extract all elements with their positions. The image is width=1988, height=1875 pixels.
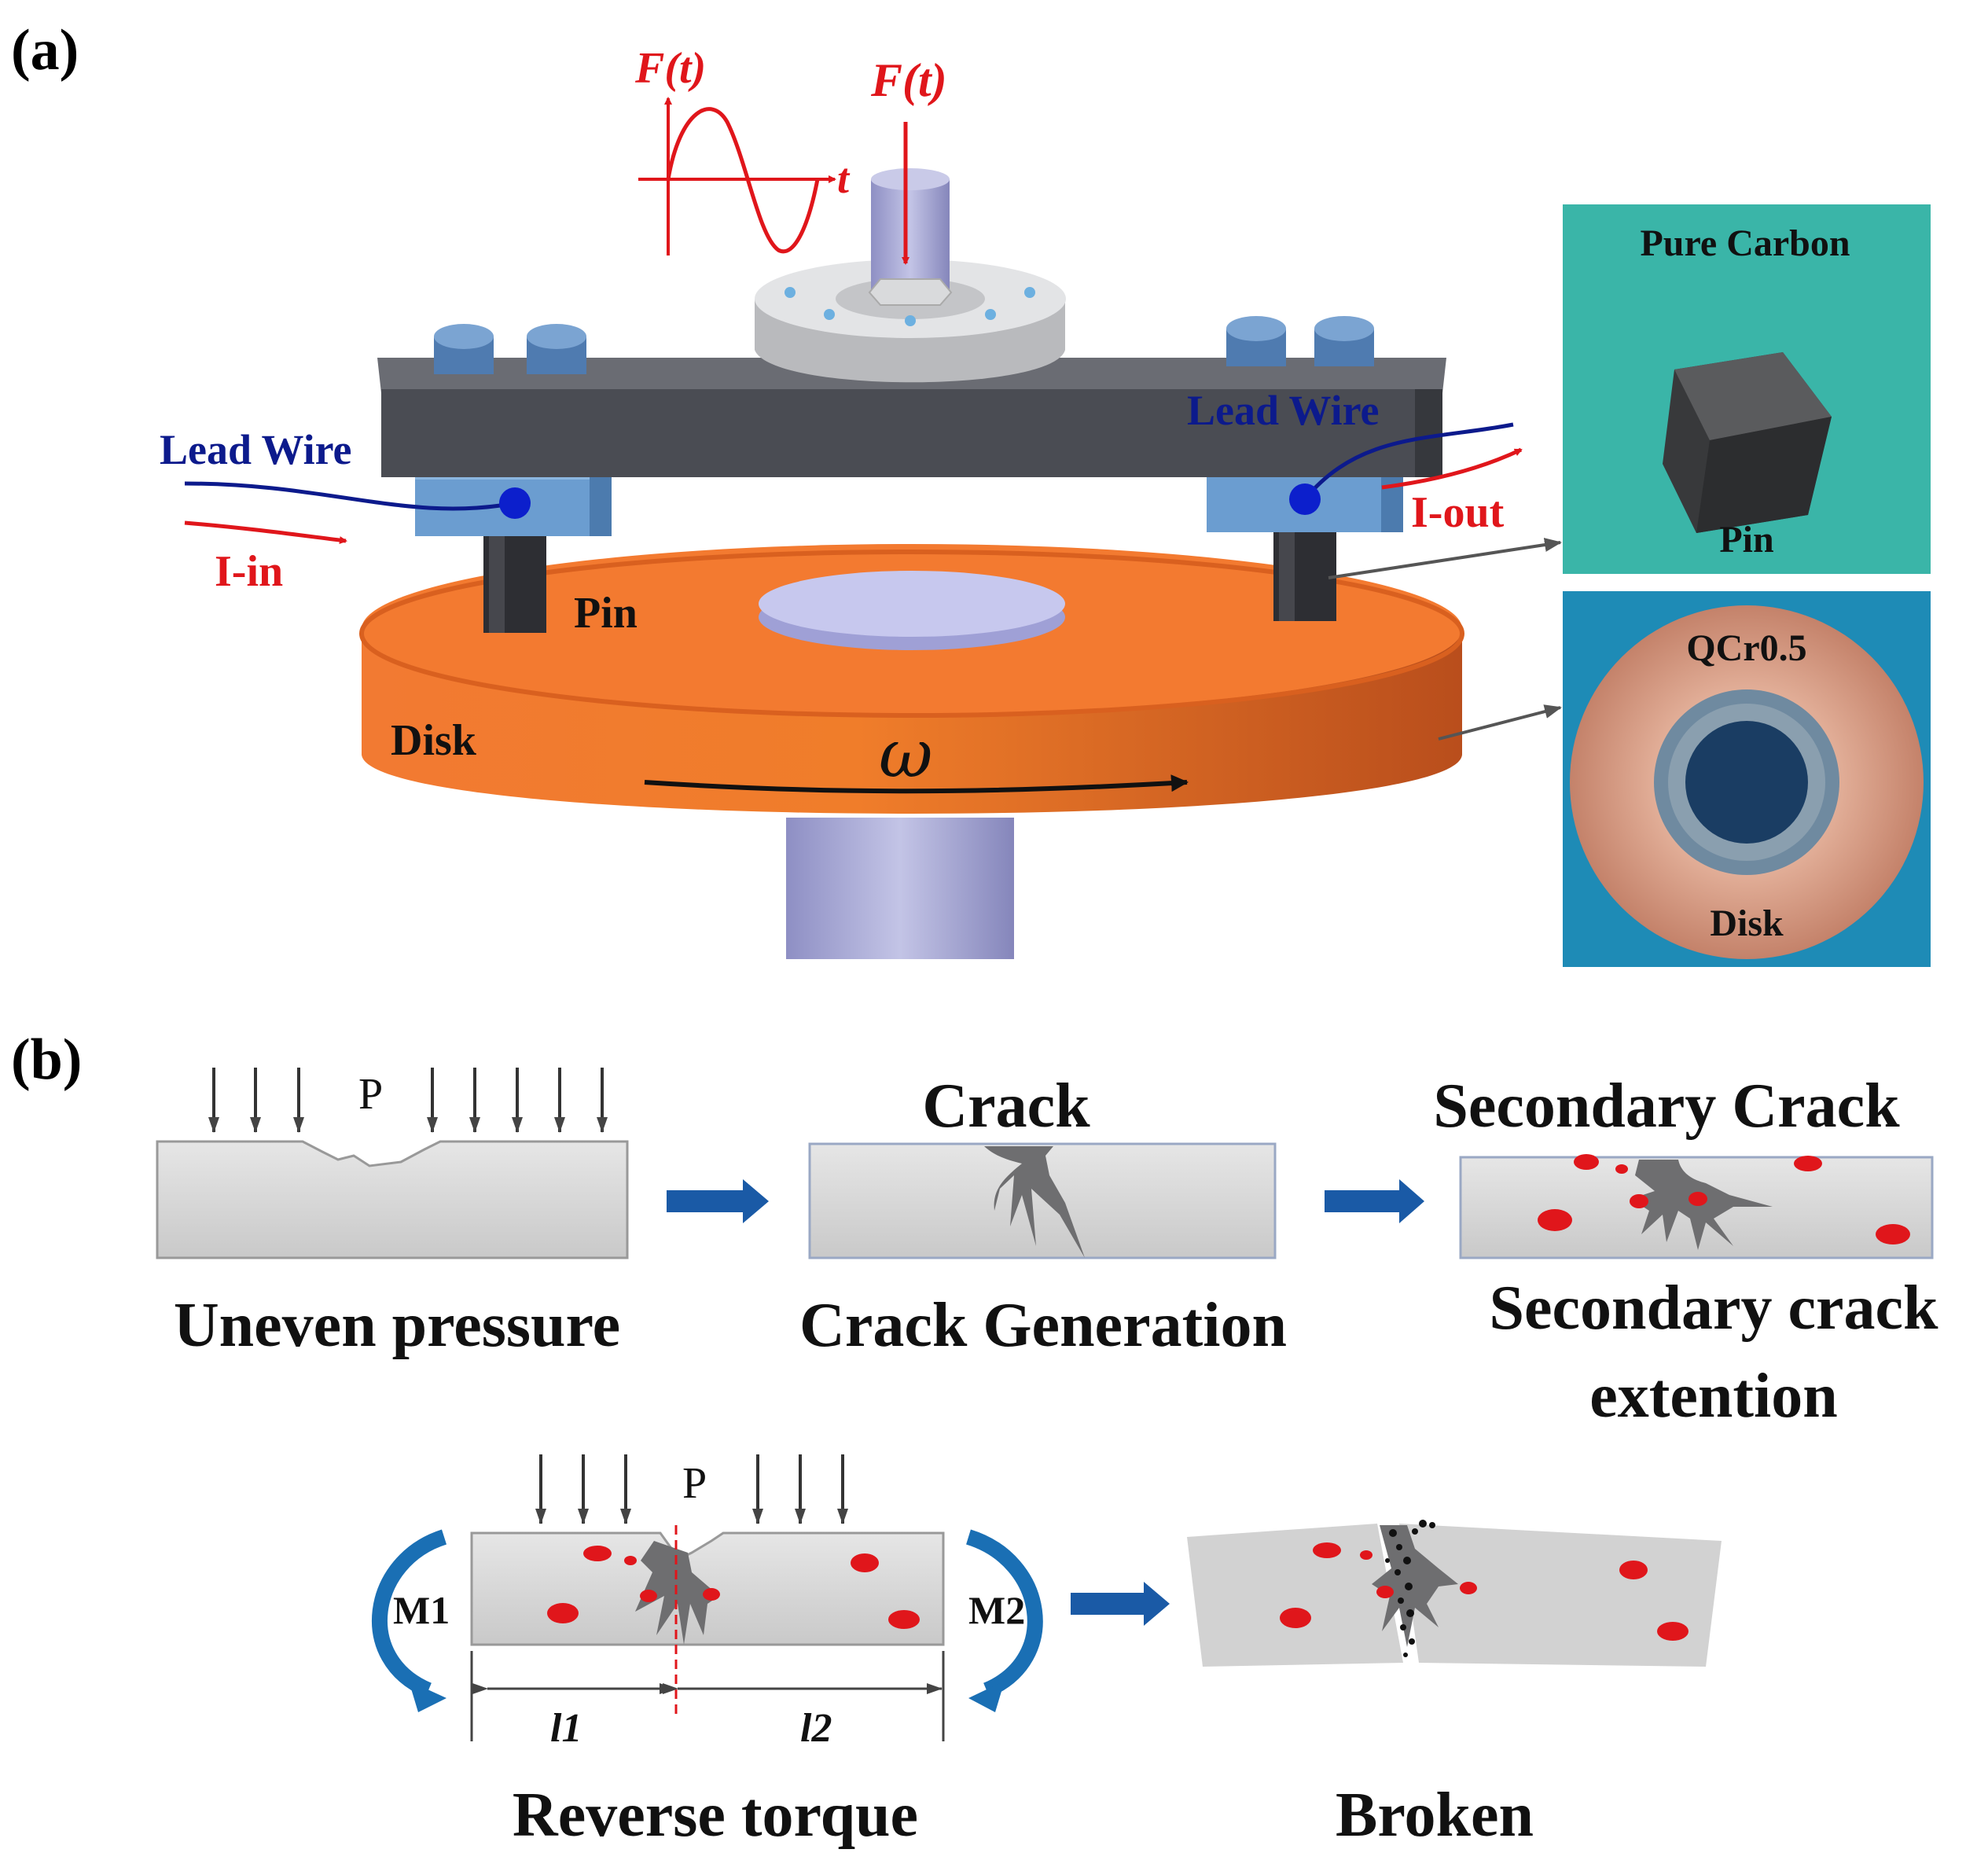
photo-pin-caption: Pin	[1719, 519, 1773, 561]
pressure-arrows	[208, 1068, 608, 1133]
inclusions-4	[547, 1546, 920, 1629]
upper-shaft	[871, 179, 950, 296]
pressure-label-4: P	[682, 1459, 707, 1508]
photo-disk: QCr0.5 Disk	[1563, 591, 1931, 967]
pressure-arrows-4	[535, 1454, 848, 1524]
caption-uneven-pressure: Uneven pressure	[174, 1291, 620, 1360]
force-time-graph: F(t) t	[634, 44, 851, 256]
length-left-label: l1	[550, 1706, 582, 1751]
inclusions-3	[1538, 1154, 1910, 1244]
step-uneven-pressure: P Uneven pressure	[156, 1068, 629, 1360]
photo-pin: Pure Carbon Pin	[1563, 204, 1931, 574]
omega-label: ω	[879, 715, 933, 792]
photo-disk-caption: Disk	[1710, 903, 1784, 944]
lead-wire-left-label: Lead Wire	[160, 426, 352, 473]
caption-secondary-line2: extention	[1589, 1362, 1838, 1431]
step-broken: Broken	[1187, 1520, 1722, 1850]
lead-wire-right-label: Lead Wire	[1187, 387, 1380, 434]
pressure-label-1: P	[358, 1070, 383, 1119]
current-out-label: I-out	[1411, 488, 1505, 537]
panel-a-label: (a)	[11, 18, 79, 83]
caption-crack-generation: Crack Generation	[799, 1291, 1287, 1360]
caption-broken: Broken	[1336, 1781, 1534, 1850]
photo-pin-title: Pure Carbon	[1640, 222, 1850, 264]
lower-shaft	[786, 818, 1014, 959]
secondary-crack-title: Secondary Crack	[1433, 1072, 1900, 1141]
current-out-arrow	[1381, 447, 1523, 490]
disk-label: Disk	[391, 716, 477, 765]
pin-label: Pin	[574, 589, 638, 638]
pointer-disk	[1438, 704, 1562, 741]
moment-left-arrow	[372, 1529, 447, 1698]
panel-b-label: (b)	[11, 1028, 82, 1092]
graph-x-label: t	[837, 155, 851, 202]
graph-y-label: F(t)	[634, 44, 706, 93]
moment-right-arrow	[965, 1529, 1043, 1698]
fracture-debris	[1385, 1520, 1435, 1657]
step-reverse-torque: P M1 M2 l1 l2 Reverse torque	[372, 1454, 1043, 1850]
sine-wave	[666, 107, 820, 254]
crack-title: Crack	[922, 1072, 1090, 1141]
length-right-label: l2	[800, 1706, 832, 1751]
pointer-pin	[1328, 538, 1562, 579]
current-in-label: I-in	[215, 547, 283, 596]
bolts	[434, 316, 1374, 374]
broken-crack	[1372, 1525, 1458, 1647]
moment-right-label: M2	[968, 1588, 1025, 1632]
step-crack-generation: Crack Crack Generation	[799, 1072, 1287, 1360]
disk: ω Disk	[359, 544, 1464, 814]
lead-wire-right	[1303, 422, 1514, 501]
force-arrow-label: F(t)	[870, 54, 947, 106]
moment-left-label: M1	[393, 1588, 450, 1632]
caption-secondary-line1: Secondary crack	[1489, 1274, 1938, 1343]
lead-wire-left	[184, 481, 516, 511]
photo-disk-title: QCr0.5	[1686, 627, 1806, 669]
step-secondary-crack: Secondary Crack Secondary crack extentio…	[1433, 1072, 1938, 1431]
rotation-arrow	[644, 774, 1189, 794]
crack-shape	[984, 1146, 1085, 1258]
caption-reverse-torque: Reverse torque	[513, 1781, 918, 1850]
inclusions-5	[1280, 1542, 1689, 1641]
current-in-arrow	[184, 520, 347, 545]
